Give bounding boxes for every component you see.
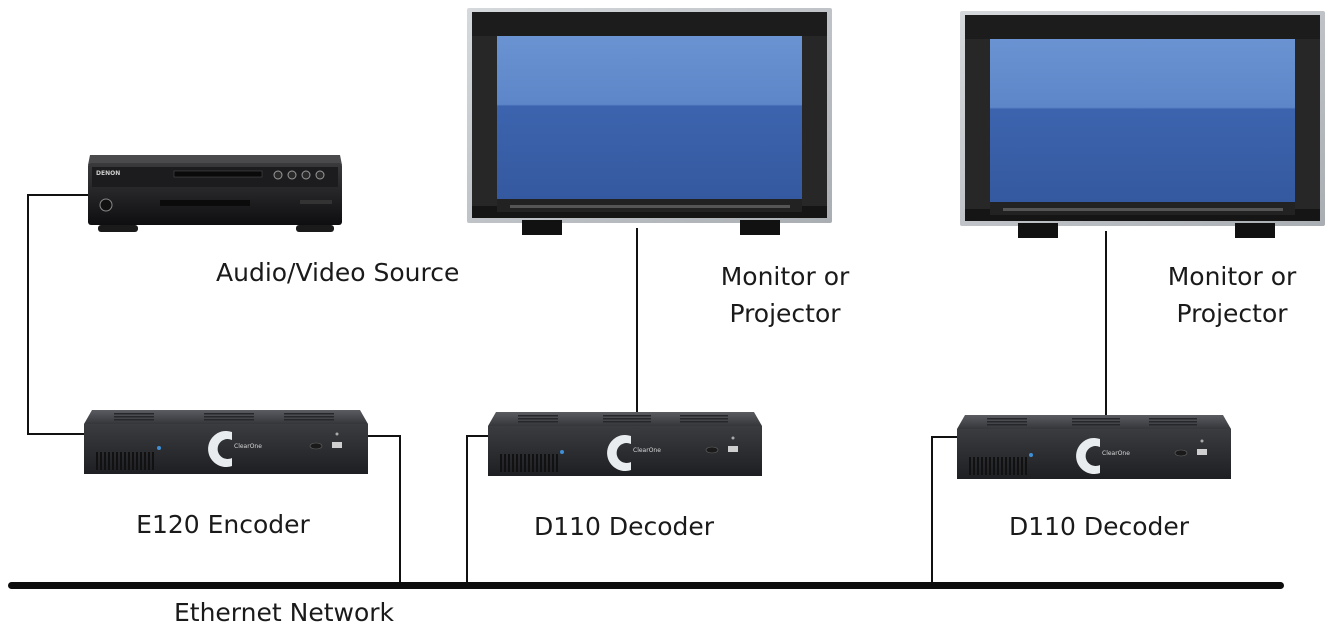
encoder-to-network-cable [368,435,401,585]
e120-encoder-box: ClearOne [84,410,368,474]
d110-decoder-2-box: ClearOne [957,415,1231,479]
ethernet-backbone [8,582,1284,589]
av-source-label: Audio/Video Source [216,258,460,287]
monitor-2-label-line1: Monitor or [1167,262,1297,291]
monitor-1-label-line1: Monitor or [720,262,850,291]
decoder-2-label: D110 Decoder [1008,512,1190,541]
monitor-2-label: Monitor or Projector [1168,258,1297,332]
ethernet-network-label: Ethernet Network [173,598,395,627]
source-to-encoder-cable [27,194,88,435]
monitor-1 [467,8,832,235]
d110-decoder-1-box: ClearOne [488,412,762,476]
monitor-1-label: Monitor or Projector [721,258,850,332]
decoder-1-label: D110 Decoder [533,512,715,541]
decoder1-to-network-cable [466,435,492,585]
monitor-2-label-line2: Projector [1176,299,1288,328]
encoder-label: E120 Encoder [136,510,310,539]
decoder1-brand-text: ClearOne [633,447,661,454]
encoder-brand-text: ClearOne [234,443,262,450]
connection-lines [27,194,1107,585]
monitor-2 [960,11,1325,238]
source-brand-text: DENON [96,170,120,177]
monitor-1-label-line2: Projector [729,299,841,328]
decoder2-brand-text: ClearOne [1102,450,1130,457]
decoder2-to-network-cable [931,436,960,585]
av-source-player: DENON [88,155,342,232]
